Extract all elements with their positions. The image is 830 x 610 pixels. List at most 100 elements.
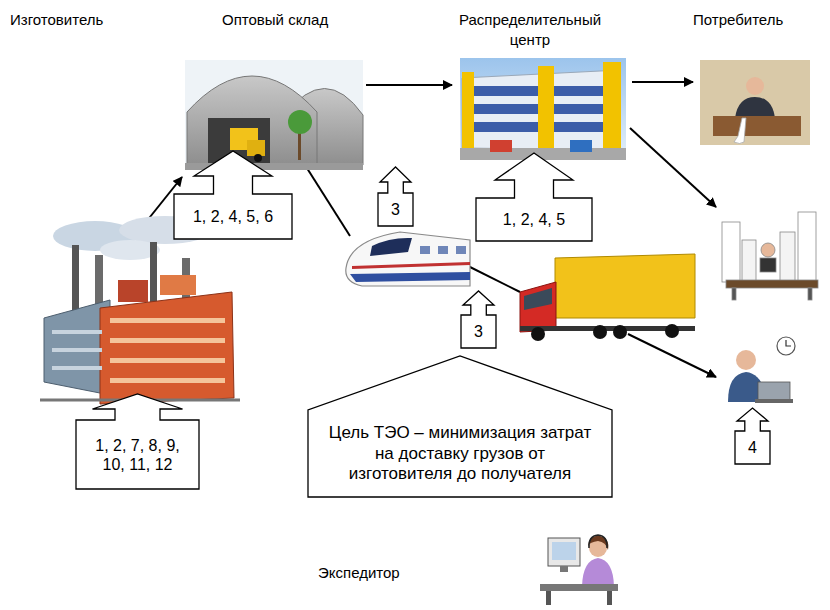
callout-arrow-box: 1, 2, 4, 5, 6 [173,150,293,240]
column-heading: Оптовый склад [222,10,382,30]
train-illustration-part [370,238,412,256]
truck-illustration-part [531,327,545,341]
flow-arrows-part [632,81,693,83]
warehouse-illustration-part [185,60,363,170]
factory-illustration-part [118,280,148,302]
callout-outline [735,408,770,464]
callout-arrow-box: 3 [377,166,414,227]
callout-number: 1, 2, 4, 5 [483,210,585,229]
callout-arrow-box: 1, 2, 7, 8, 9, 10, 11, 12 [75,393,200,490]
warehouse-illustration [185,60,363,170]
factory-illustration-part [100,292,234,404]
train-illustration-part [420,246,430,254]
factory-illustration-part [52,348,102,352]
forwarder-illustration-part [548,538,580,566]
warehouse-illustration-part [247,140,265,156]
forwarder-illustration-part [589,535,607,548]
flow-arrows-part [366,84,452,86]
forwarder-illustration-part [582,558,614,586]
factory-illustration-part [110,318,225,323]
consumer-illustration-part [780,232,795,282]
forwarder-illustration-part [560,566,568,572]
train-illustration-part [346,232,470,286]
forwarder-illustration [540,535,618,605]
truck-illustration [520,254,695,341]
callout-outline [476,153,592,241]
consumer-illustration-part [746,77,764,95]
callout-body: 4 [734,431,771,465]
warehouse-illustration-part [288,110,312,134]
truck-illustration-part [593,325,607,339]
consumer-illustration-part [798,212,816,284]
consumer-illustration-part [786,340,791,346]
truck-illustration-part [665,324,679,338]
consumer-illustration-part [732,288,736,300]
warehouse-illustration-part [298,130,301,160]
callout-outline [173,150,293,240]
callout-body: 1, 2, 4, 5 [475,198,593,242]
callout-arrow-box: 1, 2, 4, 5 [475,152,593,242]
flow-arrows-part [305,165,350,236]
callout-outline [461,291,496,348]
callout-body: Цель ТЭО – минимизация затрат на доставк… [307,410,613,498]
callout-body: 1, 2, 4, 5, 6 [173,194,293,240]
factory-illustration-part [52,366,102,370]
distribution-center-illustration-part [603,62,621,150]
callout-number: 3 [385,200,406,219]
distribution-center-illustration-part [490,140,512,152]
flow-arrows-part [628,334,716,377]
callout-body: 3 [377,193,414,227]
column-heading: Потребитель [693,10,823,30]
callout-number: 3 [468,322,489,341]
callout-arrow-box: 3 [460,290,497,349]
callout-arrow-box: 4 [734,407,771,465]
forwarder-illustration-part [552,542,576,560]
truck-illustration-part [520,282,556,332]
truck-illustration-part [613,325,627,339]
goal-text: Цель ТЭО – минимизация затрат на доставк… [321,423,599,484]
forwarder-illustration-part [540,584,618,591]
factory-illustration-part [52,330,102,334]
train-illustration [346,232,470,286]
consumer-illustration-part [777,337,795,355]
truck-illustration-part [555,254,695,318]
warehouse-illustration-part [187,76,317,165]
callout-number: 1, 2, 4, 5, 6 [181,207,285,226]
consumer-illustration [722,212,818,300]
consumer-illustration-part [755,399,793,403]
train-illustration-part [438,246,448,254]
consumer-illustration-part [742,240,756,282]
callout-body: 1, 2, 7, 8, 9, 10, 11, 12 [75,420,200,490]
train-illustration-part [456,246,466,254]
distribution-center-illustration-part [460,58,626,160]
train-illustration-part [350,272,470,282]
consumer-illustration [728,337,795,403]
distribution-center-illustration-part [462,72,474,150]
callout-outline [475,152,593,242]
column-heading: Изготовитель [10,10,150,30]
factory-illustration [40,216,240,404]
distribution-center-illustration-part [460,148,626,160]
consumer-illustration-part [726,280,818,288]
callout-body: 3 [460,315,497,349]
consumer-illustration-part [761,243,775,257]
consumer-illustration-part [760,258,776,272]
truck-illustration-part [524,288,552,310]
factory-illustration-part [110,338,225,343]
train-illustration-part [352,262,470,269]
consumer-illustration-part [758,382,790,400]
callout-outline [174,151,292,239]
callout-outline [76,394,199,489]
consumer-illustration-part [713,116,801,136]
callout-outline [378,167,413,226]
consumer-illustration-part [722,222,740,282]
distribution-center-illustration [460,58,626,160]
role-label: Экспедитор [318,563,458,583]
factory-illustration-part [160,275,196,295]
factory-illustration-part [110,378,225,383]
distribution-center-illustration-part [538,66,554,150]
forwarder-illustration-part [607,591,612,605]
consumer-illustration-part [700,60,810,145]
